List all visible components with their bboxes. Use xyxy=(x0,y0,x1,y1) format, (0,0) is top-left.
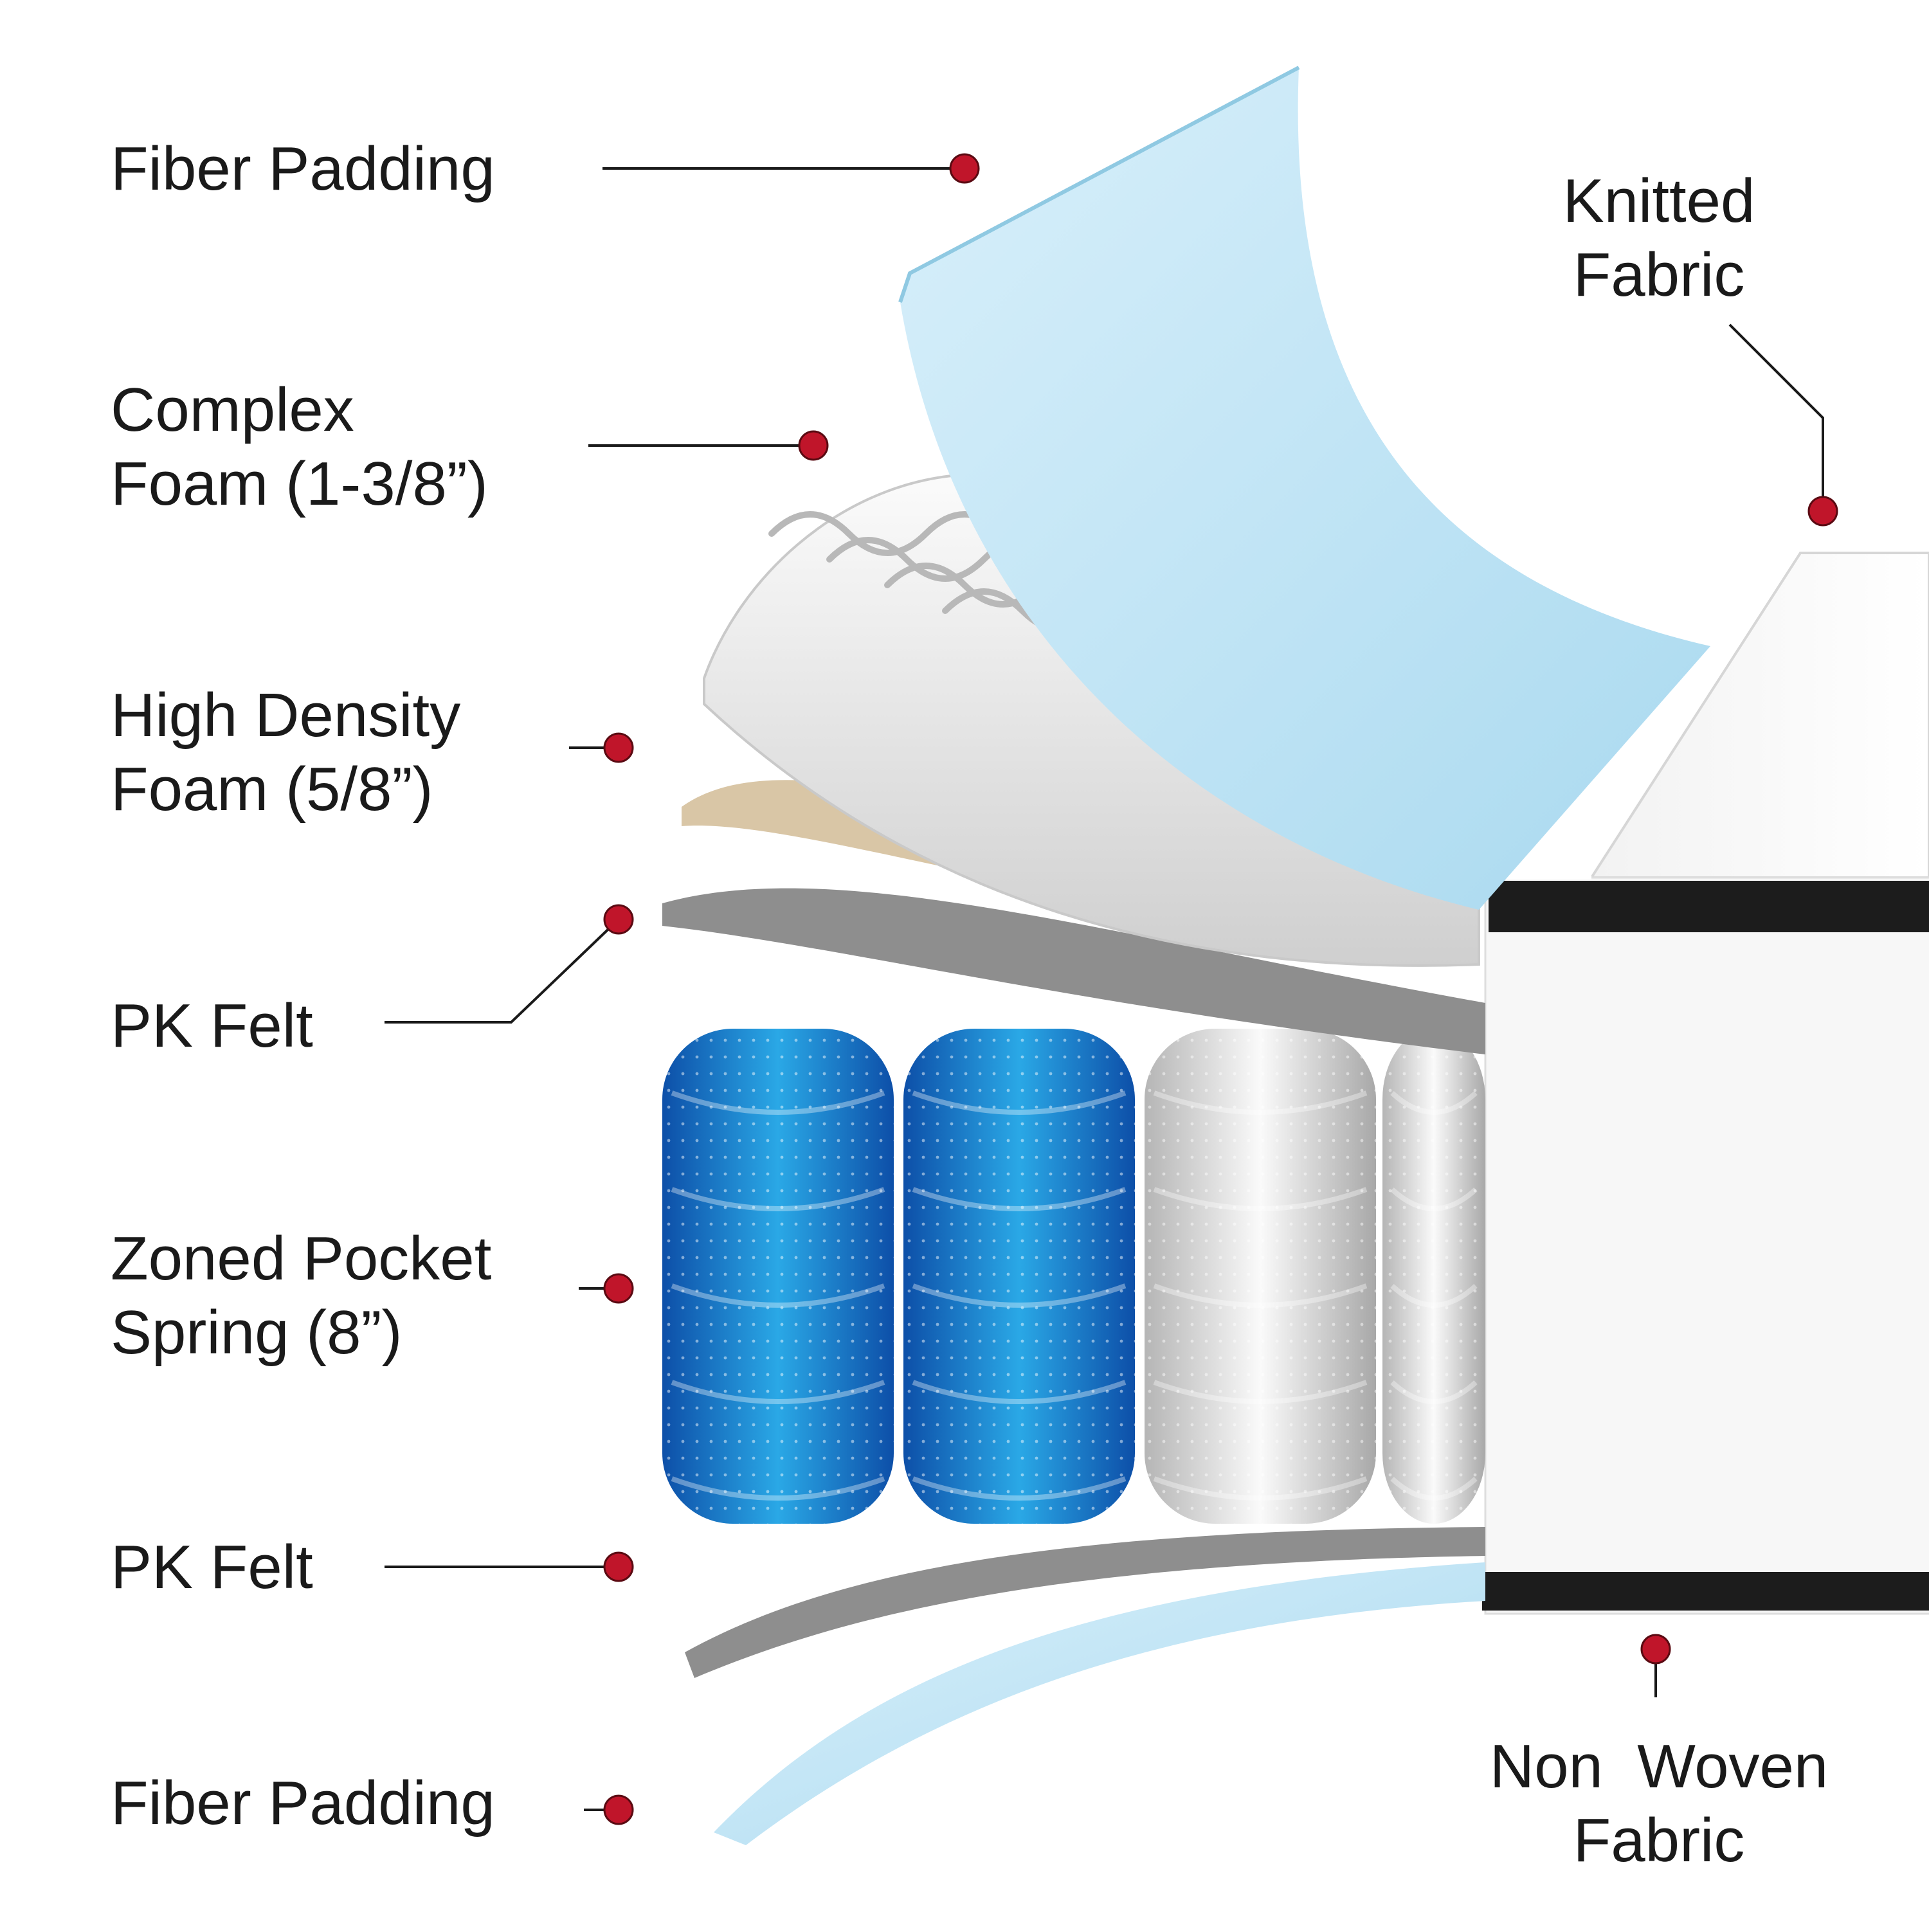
label-line: Fiber Padding xyxy=(111,1769,495,1837)
pocket-spring-white-1 xyxy=(1145,1029,1376,1524)
pocket-spring-blue-2 xyxy=(903,1029,1135,1524)
marker-dot-fiber-padding-top xyxy=(949,153,980,184)
marker-dot-pk-felt-top xyxy=(603,904,634,935)
label-line: Zoned Pocket xyxy=(111,1224,492,1293)
label-line: PK Felt xyxy=(111,991,313,1060)
label-line: Foam (1-3/8”) xyxy=(111,449,488,518)
bottom-pk-felt-layer xyxy=(685,1527,1485,1678)
pocket-spring-white-2 xyxy=(1382,1029,1485,1524)
top-fiber-padding-layer xyxy=(900,68,1710,910)
label-pk-felt-bottom: PK Felt xyxy=(111,1530,313,1604)
marker-dot-high-density-foam xyxy=(603,732,634,763)
label-fiber-padding-bottom: Fiber Padding xyxy=(111,1766,495,1840)
top-pk-felt-layer xyxy=(662,888,1485,1054)
label-line: Foam (5/8”) xyxy=(111,755,433,824)
bottom-fiber-padding-layer xyxy=(714,1562,1485,1845)
label-line: Complex xyxy=(111,375,354,444)
label-line: Fabric xyxy=(1573,240,1745,309)
label-fiber-padding-top: Fiber Padding xyxy=(111,132,495,206)
pocket-spring-blue-1 xyxy=(662,1029,894,1524)
mattress-bottom-border-band xyxy=(1482,1572,1929,1611)
leader-line-knitted-fabric xyxy=(1728,323,1824,511)
marker-dot-pk-felt-bottom xyxy=(603,1551,634,1582)
marker-dot-fiber-padding-bottom xyxy=(603,1794,634,1825)
leader-line-pk-felt-top xyxy=(385,918,620,1024)
label-line: Fabric xyxy=(1573,1806,1745,1875)
mattress-top-border-band xyxy=(1489,881,1929,932)
marker-dot-non-woven-fabric xyxy=(1640,1634,1671,1665)
mattress-side-panel xyxy=(1484,876,1929,1615)
label-pk-felt-top: PK Felt xyxy=(111,989,313,1063)
marker-dot-knitted-fabric xyxy=(1807,496,1838,527)
label-line: PK Felt xyxy=(111,1533,313,1602)
marker-dot-complex-foam xyxy=(798,430,829,461)
label-line: High Density xyxy=(111,681,461,750)
marker-dot-zoned-pocket-spring xyxy=(603,1273,634,1304)
label-line: Spring (8”) xyxy=(111,1298,403,1367)
label-line: Non Woven xyxy=(1489,1732,1829,1801)
top-fiber-padding-edge xyxy=(898,66,1300,303)
label-line: Knitted xyxy=(1562,167,1755,235)
label-line: Fiber Padding xyxy=(111,134,495,203)
